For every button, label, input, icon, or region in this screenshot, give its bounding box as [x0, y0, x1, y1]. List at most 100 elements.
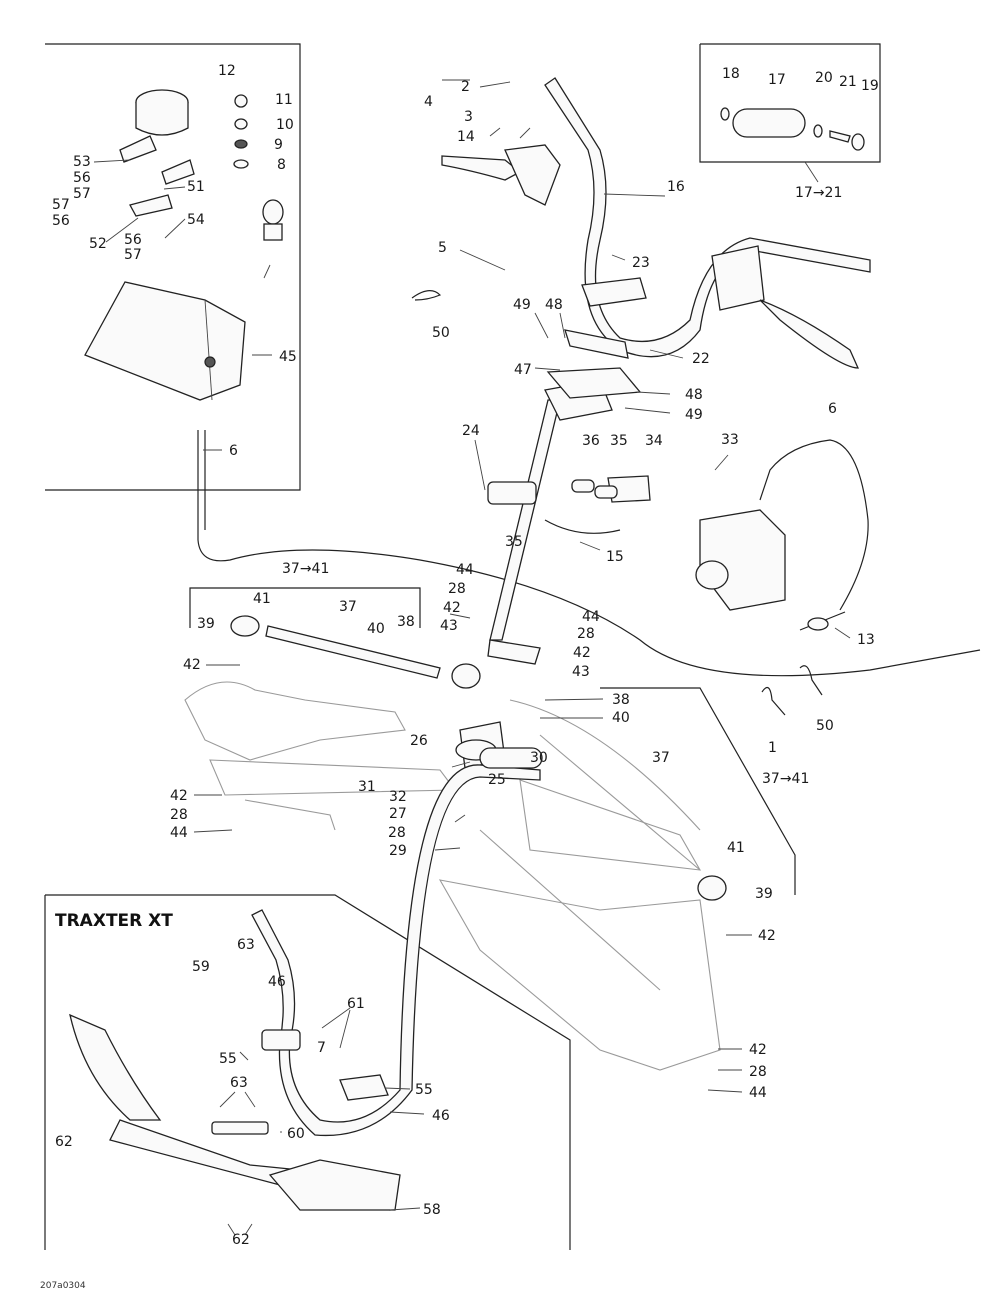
- headlight-pod: [84, 281, 246, 401]
- callout-42d: 42: [170, 788, 188, 804]
- callout-44b: 44: [582, 609, 600, 625]
- callout-42b: 42: [573, 645, 591, 661]
- callout-6-inset: 6: [229, 443, 238, 459]
- tie-rod-bracket-right: [600, 687, 796, 895]
- hand-guard-left: [69, 1013, 162, 1121]
- gauge-cup: [135, 89, 189, 136]
- callout-28d: 28: [388, 825, 406, 841]
- grommets: [233, 94, 249, 169]
- callout-63b: 63: [230, 1075, 248, 1091]
- callout-35b: 35: [505, 534, 523, 550]
- callout-16: 16: [667, 179, 685, 195]
- callout-47: 47: [514, 362, 532, 378]
- callout-18: 18: [722, 66, 740, 82]
- callout-27: 27: [389, 806, 407, 822]
- callout-46b: 46: [432, 1108, 450, 1124]
- small-bracket: [129, 194, 173, 217]
- callout-11: 11: [275, 92, 293, 108]
- callout-31: 31: [358, 779, 376, 795]
- callout-40a: 40: [367, 621, 385, 637]
- callout-4: 4: [424, 94, 433, 110]
- callout-10: 10: [276, 117, 294, 133]
- callout-56c: 56: [124, 232, 142, 248]
- callout-25: 25: [488, 772, 506, 788]
- callout-55b: 55: [415, 1082, 433, 1098]
- callout-50a: 50: [432, 325, 450, 341]
- callout-62b: 62: [232, 1232, 250, 1248]
- callout-15: 15: [606, 549, 624, 565]
- indicator-bulb: [262, 199, 284, 241]
- callout-57a: 57: [73, 186, 91, 202]
- callout-38a: 38: [397, 614, 415, 630]
- callout-2: 2: [461, 79, 470, 95]
- callout-49b: 49: [685, 407, 703, 423]
- throttle-housing: [711, 245, 860, 369]
- switch-pad-1: [119, 135, 157, 163]
- callout-labels: 1 2 3 4 5 6 6 7 8 9 10 11 12 13 14 15 16…: [52, 63, 879, 1248]
- callout-8: 8: [277, 157, 286, 173]
- tie-rod-group-label-left: 37→41: [282, 561, 329, 577]
- callout-60: 60: [287, 1126, 305, 1142]
- tie-rod-37-right: [539, 734, 727, 901]
- speedo-cable: [197, 430, 981, 677]
- leader-lines: [93, 79, 851, 1236]
- callout-42a: 42: [443, 600, 461, 616]
- callout-14: 14: [457, 129, 475, 145]
- callout-62a: 62: [55, 1134, 73, 1150]
- callout-38b: 38: [612, 692, 630, 708]
- callout-28c: 28: [170, 807, 188, 823]
- handlebar-clamp-upper: [581, 277, 647, 307]
- steering-cable-15: [544, 519, 621, 534]
- callout-1: 1: [768, 740, 777, 756]
- callout-21: 21: [839, 74, 857, 90]
- instrument-inset-frame: [45, 43, 301, 491]
- callout-46a: 46: [268, 974, 286, 990]
- callout-43b: 43: [572, 664, 590, 680]
- callout-41b: 41: [727, 840, 745, 856]
- callout-6-top: 6: [828, 401, 837, 417]
- callout-32: 32: [389, 789, 407, 805]
- callout-49a: 49: [513, 297, 531, 313]
- callout-20: 20: [815, 70, 833, 86]
- cable-tie-50: [411, 290, 823, 696]
- callout-3: 3: [464, 109, 473, 125]
- callout-29: 29: [389, 843, 407, 859]
- grip-17: [720, 107, 865, 151]
- carburetor: [695, 509, 786, 611]
- callout-37b: 37: [652, 750, 670, 766]
- callout-45: 45: [279, 349, 297, 365]
- callout-52: 52: [89, 236, 107, 252]
- callout-37a: 37: [339, 599, 357, 615]
- handlebar-clamp-lower: [564, 329, 629, 359]
- callout-42e: 42: [758, 928, 776, 944]
- callout-41a: 41: [253, 591, 271, 607]
- front-suspension-ghost: [184, 681, 721, 1071]
- brake-lever: [441, 144, 561, 206]
- throttle-cable: [759, 439, 869, 611]
- callout-44a: 44: [456, 562, 474, 578]
- drawing-code: 207a0304: [40, 1281, 86, 1291]
- callout-42c: 42: [183, 657, 201, 673]
- cable-end-13: [799, 611, 846, 631]
- callout-35a: 35: [610, 433, 628, 449]
- callout-23: 23: [632, 255, 650, 271]
- callout-56b: 56: [52, 213, 70, 229]
- callout-39b: 39: [755, 886, 773, 902]
- callout-50b: 50: [816, 718, 834, 734]
- tie-rod-bracket-left: [189, 587, 421, 628]
- callout-28a: 28: [448, 581, 466, 597]
- callout-19: 19: [861, 78, 879, 94]
- callout-34: 34: [645, 433, 663, 449]
- callout-9: 9: [274, 137, 283, 153]
- handlebar: [544, 77, 871, 358]
- callout-12: 12: [218, 63, 236, 79]
- callout-59: 59: [192, 959, 210, 975]
- callout-7: 7: [317, 1040, 326, 1056]
- tie-rod-37-left: [230, 615, 481, 689]
- callout-26: 26: [410, 733, 428, 749]
- callout-61: 61: [347, 996, 365, 1012]
- callout-48a: 48: [545, 297, 563, 313]
- callout-5: 5: [438, 240, 447, 256]
- column-bearing-block: [487, 475, 651, 505]
